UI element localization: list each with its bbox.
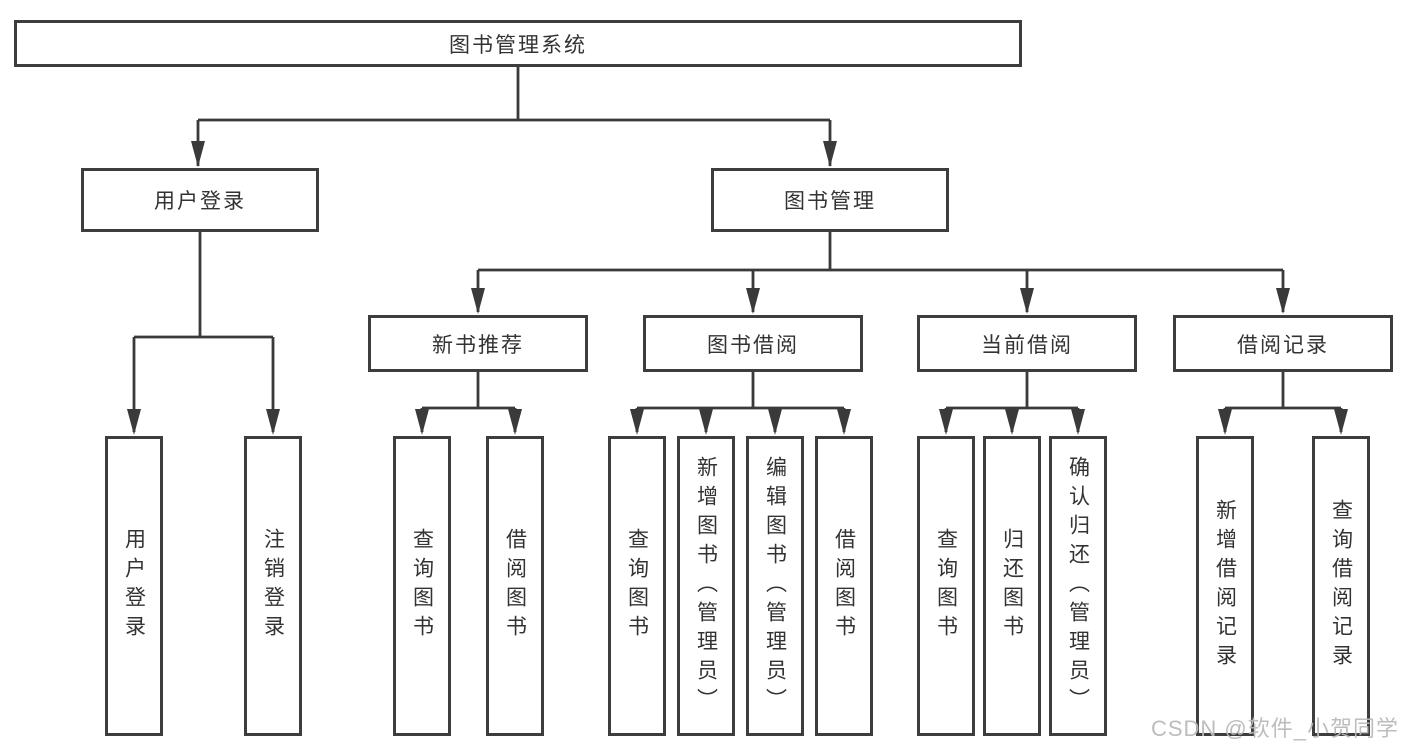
leaf-label: 用户登录 [122,528,146,644]
leaf-label: 查询图书 [934,528,958,644]
leaf-logout: 注销登录 [244,436,302,736]
leaf-label: 编辑图书（管理员） [763,455,787,717]
leaf-add-borrow-record: 新增借阅记录 [1196,436,1254,736]
leaf-label: 借阅图书 [832,528,856,644]
leaf-borrow-books-recommend: 借阅图书 [486,436,544,736]
node-label: 用户登录 [154,190,246,213]
csdn-watermark: CSDN @软件_小贺同学 [1150,716,1399,741]
leaf-query-books-recommend: 查询图书 [393,436,451,736]
leaf-label: 查询图书 [410,528,434,644]
leaf-user-login: 用户登录 [105,436,163,736]
node-new-book-recommendation: 新书推荐 [368,315,588,372]
node-label: 新书推荐 [432,333,524,357]
node-label: 当前借阅 [981,333,1073,357]
leaf-label: 归还图书 [1000,528,1024,644]
leaf-borrow-books: 借阅图书 [815,436,873,736]
leaf-label: 注销登录 [261,528,285,644]
leaf-confirm-return-admin: 确认归还（管理员） [1049,436,1107,736]
node-borrowing-records: 借阅记录 [1173,315,1393,372]
node-label: 图书管理 [784,190,876,213]
leaf-label: 确认归还（管理员） [1066,455,1090,717]
leaf-query-books-borrowing: 查询图书 [608,436,666,736]
node-book-management-branch: 图书管理 [711,168,949,232]
node-library-management-system: 图书管理系统 [14,20,1022,67]
leaf-return-books: 归还图书 [983,436,1041,736]
node-label: 图书管理系统 [449,33,587,57]
leaf-label: 新增借阅记录 [1213,499,1237,673]
tree-edges [132,67,1343,432]
node-label: 借阅记录 [1237,333,1329,357]
node-current-borrowing: 当前借阅 [917,315,1137,372]
leaf-query-borrow-record: 查询借阅记录 [1312,436,1370,736]
leaf-add-books-admin: 新增图书（管理员） [677,436,735,736]
node-label: 图书借阅 [707,333,799,357]
leaf-label: 查询图书 [625,528,649,644]
leaf-label: 新增图书（管理员） [694,455,718,717]
node-user-login-branch: 用户登录 [81,168,319,232]
leaf-label: 借阅图书 [503,528,527,644]
leaf-query-books-current: 查询图书 [917,436,975,736]
leaf-edit-books-admin: 编辑图书（管理员） [746,436,804,736]
arrowheads [127,141,1348,435]
leaf-label: 查询借阅记录 [1329,499,1353,673]
node-book-borrowing: 图书借阅 [643,315,863,372]
